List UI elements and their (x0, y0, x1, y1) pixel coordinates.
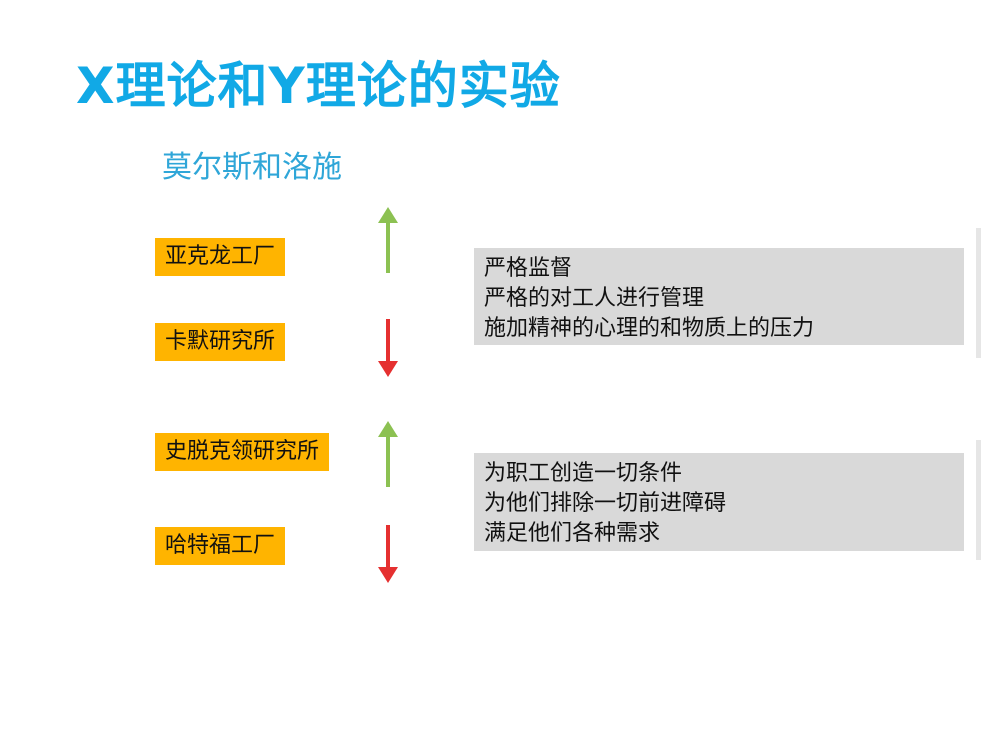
company-tag-4: 哈特福工厂 (155, 527, 286, 565)
company-tag-3: 史脱克领研究所 (155, 433, 330, 471)
description-line: 严格的对工人进行管理 (484, 286, 705, 311)
description-line: 为职工创造一切条件 (484, 461, 683, 486)
arrow-down-icon (376, 317, 400, 379)
description-line: 为他们排除一切前进障碍 (484, 491, 727, 516)
arrow-up-icon (376, 419, 400, 489)
edge-strip (976, 440, 981, 560)
arrow-down-icon (376, 523, 400, 585)
description-box-x: 严格监督 严格的对工人进行管理 施加精神的心理的和物质上的压力 (474, 248, 964, 345)
slide-subtitle: 莫尔斯和洛施 (162, 150, 342, 185)
slide-title: X理论和Y理论的实验 (76, 57, 561, 115)
description-line: 严格监督 (484, 256, 573, 281)
arrow-up-icon (376, 205, 400, 275)
company-tag-1: 亚克龙工厂 (155, 238, 286, 276)
company-tag-2: 卡默研究所 (155, 323, 286, 361)
description-box-y: 为职工创造一切条件 为他们排除一切前进障碍 满足他们各种需求 (474, 453, 964, 551)
edge-strip (976, 228, 981, 358)
description-line: 满足他们各种需求 (484, 521, 661, 546)
description-line: 施加精神的心理的和物质上的压力 (484, 316, 815, 341)
